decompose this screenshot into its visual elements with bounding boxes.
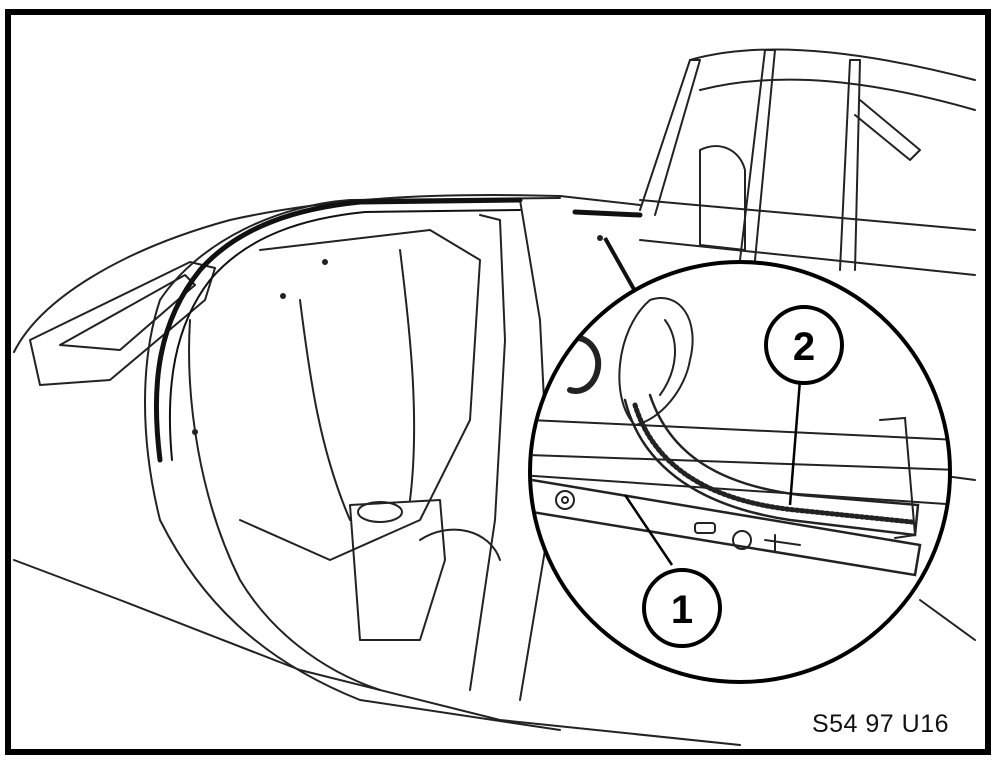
callout-1-circle	[642, 568, 722, 648]
rail-slot	[694, 522, 716, 534]
roof-frame-rail-lower	[699, 78, 976, 111]
rail-bolt-core	[561, 496, 569, 504]
rim-fastener	[192, 429, 198, 435]
callout-1-number: 1	[671, 588, 693, 632]
compartment-rim-lower	[144, 299, 561, 731]
rail-bolt	[555, 490, 575, 510]
detail-magnifier	[528, 260, 952, 684]
seat-back	[699, 145, 746, 251]
seal-strip-end	[879, 416, 917, 539]
bow-column-side	[469, 214, 506, 691]
callout-1-leader	[623, 494, 674, 566]
detail-circle-fill	[530, 262, 950, 682]
callout-2: 2	[764, 305, 844, 385]
taillight-outline	[29, 261, 216, 386]
compartment-crease	[299, 299, 351, 521]
roof-bow-rear	[839, 59, 861, 271]
interior-panel-right	[919, 599, 976, 641]
roof-frame-rail	[689, 48, 976, 81]
rim-fastener	[280, 293, 286, 299]
interior-panel-top	[639, 199, 976, 231]
rim-seal-strip-inner	[168, 209, 521, 461]
rim-top-strip	[572, 209, 643, 218]
compartment-wall-left	[188, 319, 381, 691]
drive-housing	[349, 499, 446, 641]
tape-lip-fold	[659, 319, 676, 396]
frame-border	[5, 9, 991, 755]
body-rear-outline	[13, 194, 641, 353]
callout-2-number: 2	[793, 325, 815, 369]
callout-2-circle	[764, 305, 844, 385]
compartment-rim	[159, 197, 561, 301]
seal-strip-texture	[632, 402, 915, 525]
rim-fastener	[597, 235, 603, 241]
roof-bow-front	[639, 59, 701, 216]
drive-cylinder	[357, 501, 403, 523]
callout-1: 1	[642, 568, 722, 648]
taillight-inner	[59, 274, 196, 351]
interior-panel-mid	[639, 239, 976, 276]
detail-circle-border	[528, 260, 952, 684]
compartment-crease-2	[399, 249, 416, 501]
detail-panel-line	[532, 474, 948, 506]
roof-cross-link	[854, 99, 921, 161]
detail-panel-line	[532, 454, 948, 471]
compartment-floor	[239, 229, 481, 561]
rim-fastener	[322, 259, 328, 265]
callout-2-leader	[788, 379, 802, 506]
rail-nut	[732, 530, 752, 550]
mounting-rail	[532, 476, 922, 577]
tape-lip	[618, 297, 694, 427]
detail-panel-line	[532, 419, 948, 441]
figure-reference-code: S54 97 U16	[811, 710, 949, 738]
drive-lever	[419, 528, 501, 561]
rim-seal-strip	[153, 197, 523, 463]
rail-marking	[764, 534, 801, 553]
